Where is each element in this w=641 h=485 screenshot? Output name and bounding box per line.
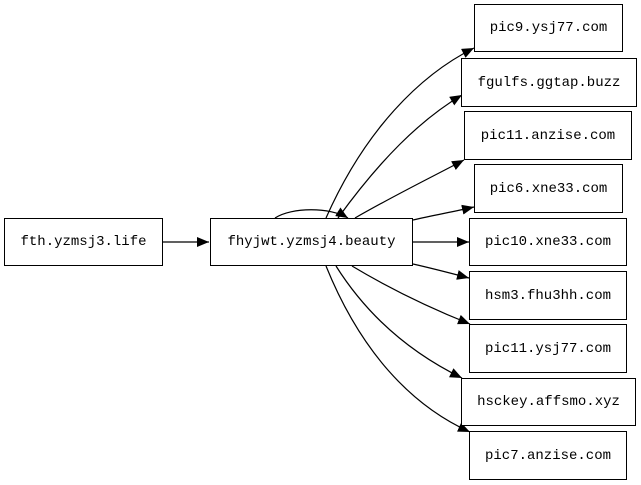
edge-n1-n10	[325, 265, 471, 433]
node-fgulfs-ggtap-buzz: fgulfs.ggtap.buzz	[461, 58, 637, 107]
edge-n1-n9	[335, 265, 463, 379]
edge-n1-n3	[337, 94, 463, 219]
edge-n1-n5	[412, 204, 475, 221]
node-pic11-ysj77-com: pic11.ysj77.com	[469, 324, 627, 373]
node-pic7-anzise-com: pic7.anzise.com	[469, 431, 627, 480]
node-pic9-ysj77-com: pic9.ysj77.com	[474, 4, 623, 52]
edge-n1-n8	[351, 265, 471, 325]
node-fhyjwt-yzmsj4-beauty: fhyjwt.yzmsj4.beauty	[210, 218, 413, 266]
node-pic10-xne33-com: pic10.xne33.com	[469, 218, 627, 266]
edge-n1-n7	[412, 263, 470, 280]
node-hsm3-fhu3hh-com: hsm3.fhu3hh.com	[469, 271, 627, 320]
node-hsckey-affsmo-xyz: hsckey.affsmo.xyz	[461, 378, 636, 426]
node-pic11-anzise-com: pic11.anzise.com	[464, 111, 632, 160]
edge-n1-n2	[325, 47, 475, 219]
node-fth-yzmsj3-life: fth.yzmsj3.life	[4, 218, 163, 266]
edge-n1-n1-self-loop	[274, 207, 349, 219]
edge-n1-n4	[354, 159, 465, 219]
node-pic6-xne33-com: pic6.xne33.com	[474, 164, 623, 213]
